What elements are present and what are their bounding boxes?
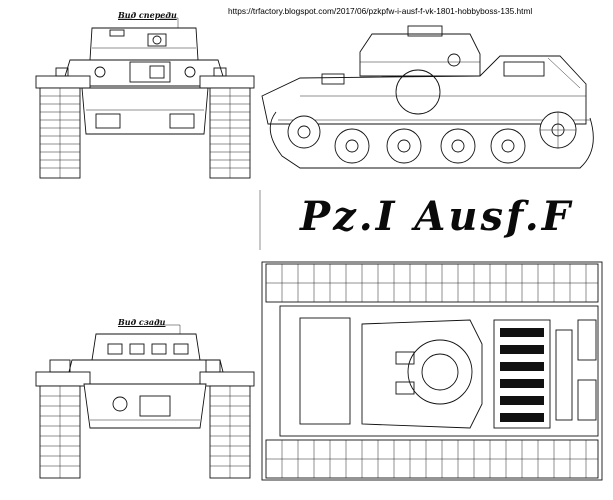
front-view	[35, 27, 255, 179]
front-view-label: Вид спереди	[118, 10, 177, 20]
source-url: https://trfactory.blogspot.com/2017/06/p…	[228, 6, 533, 16]
side-view	[261, 25, 594, 169]
rear-view	[35, 333, 255, 479]
drawing-title: Pz.I Ausf.F	[300, 193, 574, 240]
top-view	[261, 261, 603, 481]
rear-view-label: Вид сзади	[118, 317, 166, 327]
